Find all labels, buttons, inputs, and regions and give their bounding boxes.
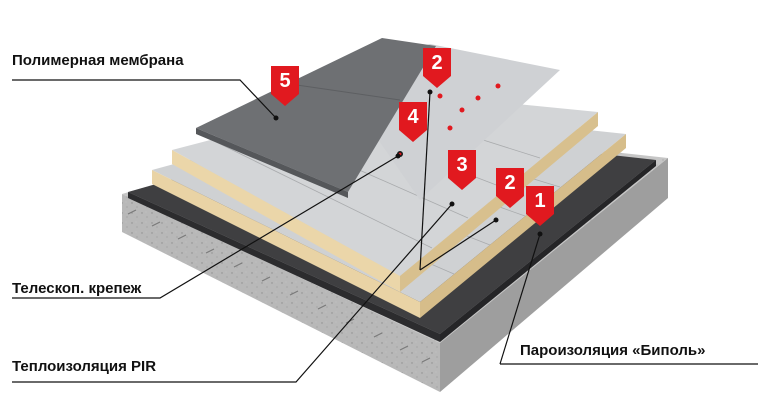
marker-5-number: 5: [279, 70, 290, 92]
leader-vapor: [499, 233, 541, 365]
label-pir-insulation: Теплоизоляция PIR: [12, 358, 157, 375]
marker-4: 4: [399, 102, 427, 142]
marker-2-top-number: 2: [431, 52, 442, 74]
label-polymer-membrane: Полимерная мембрана: [12, 52, 184, 69]
marker-1-number: 1: [534, 190, 545, 212]
leader-fastener: [12, 155, 399, 299]
polymer-membrane-layer: [196, 38, 436, 198]
leader-insulation: [12, 203, 453, 383]
marker-2-right: 2: [496, 168, 524, 208]
leader-insulation-a: [419, 91, 431, 271]
leader-insulation-b: [419, 219, 497, 271]
label-telescopic-fastener: Телескоп. крепеж: [12, 280, 142, 297]
marker-5: 5: [271, 66, 299, 106]
marker-1: 1: [526, 186, 554, 226]
marker-3-number: 3: [456, 154, 467, 176]
marker-2-right-number: 2: [504, 172, 515, 194]
marker-3: 3: [448, 150, 476, 190]
leader-lines: [12, 79, 758, 383]
marker-4-number: 4: [407, 106, 419, 128]
leader-membrane: [12, 79, 277, 119]
leader-dots: [273, 89, 543, 237]
label-vapor-barrier: Пароизоляция «Биполь»: [520, 342, 706, 359]
marker-2-top: 2: [423, 48, 451, 88]
